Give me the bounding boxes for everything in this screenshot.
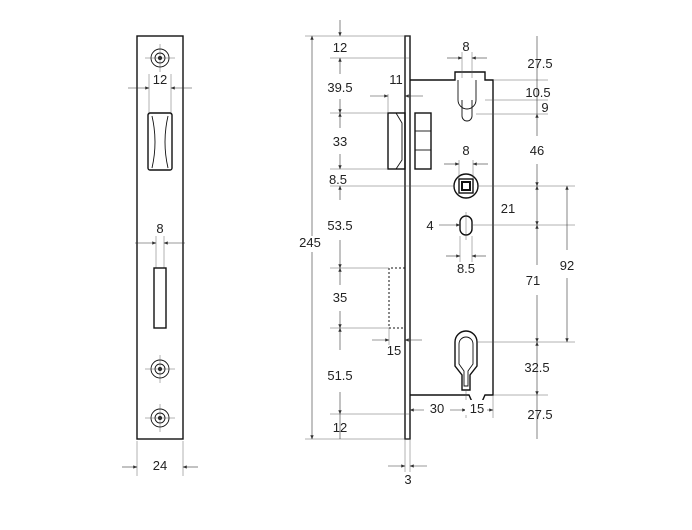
dim-spindle-center: 21 (501, 201, 515, 216)
front-view: 12 8 (122, 35, 198, 476)
dim-cylinder-offset: 51.5 (327, 368, 352, 383)
side-faceplate (404, 35, 411, 440)
dim-deadbolt-height: 35 (333, 290, 347, 305)
euro-cylinder-cutout (454, 330, 478, 391)
front-faceplate (136, 35, 184, 440)
dim-top-margin: 27.5 (527, 56, 552, 71)
dim-spindle-to-slot: 53.5 (327, 218, 352, 233)
front-dim-slot-width: 8 (156, 221, 163, 236)
top-slot-inner (461, 100, 473, 122)
dim-spindle-offset: 8.5 (329, 172, 347, 187)
top-screw-hole (145, 44, 175, 72)
top-slot (457, 80, 477, 110)
front-dim-screw-width: 12 (153, 72, 167, 87)
dim-small-slot-length: 8.5 (457, 261, 475, 276)
dim-faceplate-thickness: 3 (404, 472, 411, 487)
dim-latch-offset: 39.5 (327, 80, 352, 95)
dim-cylinder-height: 32.5 (524, 360, 549, 375)
dim-slot-to-cylinder: 71 (526, 273, 540, 288)
dim-latch-projection: 11 (389, 72, 403, 87)
dim-latch-height: 33 (333, 134, 347, 149)
dim-top-slot-offset: 10.5 (525, 85, 550, 100)
dim-slot-to-spindle: 46 (530, 143, 544, 158)
latch-bolt (387, 112, 432, 170)
side-view: 12 39.5 33 8.5 53.5 35 51.5 12 245 11 15 (299, 20, 575, 487)
dim-cylinder-width: 15 (470, 401, 484, 416)
bottom-screw-hole (145, 404, 175, 432)
dim-spindle-to-cylinder-total: 92 (560, 258, 574, 273)
dim-backset: 30 (430, 401, 444, 416)
lock-case-body (410, 71, 494, 405)
dim-deadbolt-projection: 15 (387, 343, 401, 358)
middle-screw-hole (145, 355, 175, 383)
dim-bottom-gap: 12 (333, 420, 347, 435)
spindle-hub (453, 173, 479, 199)
dim-total-height: 245 (299, 235, 321, 250)
deadbolt-hidden (388, 267, 405, 329)
deadbolt-slot (153, 267, 167, 329)
dim-small-slot-width: 4 (426, 218, 433, 233)
front-dim-faceplate-width: 24 (153, 458, 167, 473)
dim-top-gap: 12 (333, 40, 347, 55)
dim-top-slot-length: 9 (541, 100, 548, 115)
dim-spindle-square: 8 (462, 143, 469, 158)
dim-top-slot-width: 8 (462, 39, 469, 54)
dim-bottom-margin: 27.5 (527, 407, 552, 422)
latch-window (147, 112, 173, 171)
